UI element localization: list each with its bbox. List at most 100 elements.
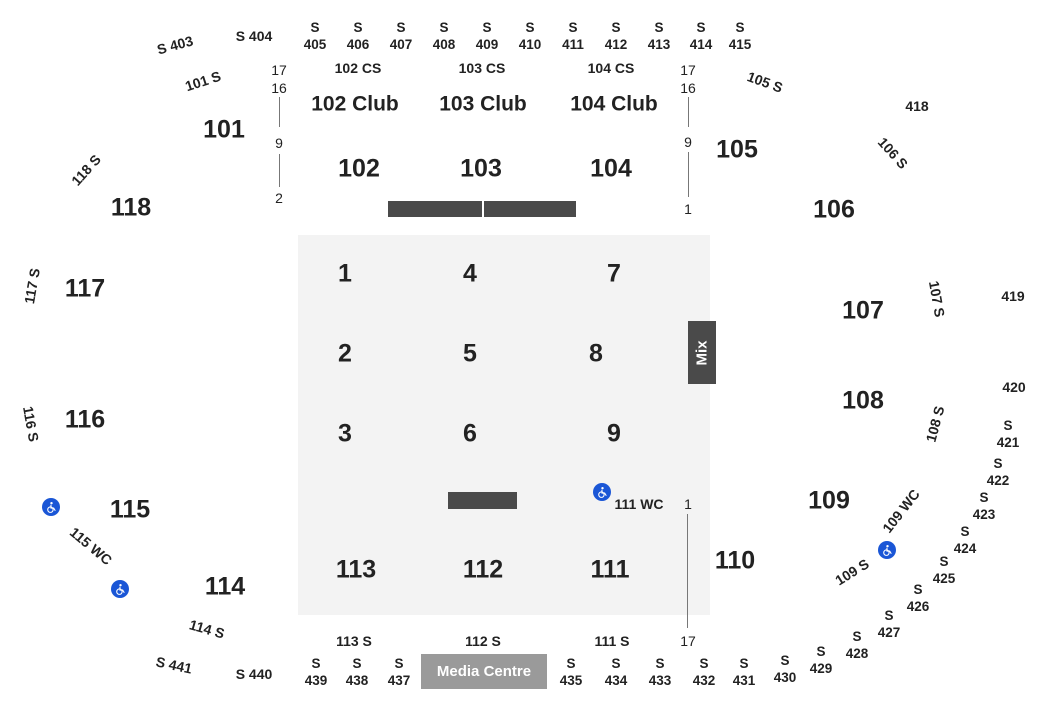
section-110[interactable]: 110: [714, 546, 756, 575]
floor-barrier: [448, 492, 517, 509]
suite-118s[interactable]: 118 S: [68, 151, 104, 189]
section-104[interactable]: 104: [590, 154, 632, 183]
row-marker-16-left: 16: [271, 80, 287, 96]
suite-116s[interactable]: 116 S: [20, 404, 42, 444]
suite-109s[interactable]: 109 S: [832, 555, 872, 589]
suite-404[interactable]: S 404: [235, 28, 273, 44]
suite-111s[interactable]: 111 S: [594, 633, 630, 649]
suite-107s[interactable]: 107 S: [925, 279, 949, 319]
wheelchair-115[interactable]: 115 WC: [66, 523, 116, 569]
suite-114s[interactable]: 114 S: [187, 616, 227, 642]
club-104[interactable]: 104 Club: [570, 92, 658, 116]
floor-9[interactable]: 9: [607, 419, 621, 448]
stage-left: [388, 201, 482, 217]
section-101[interactable]: 101: [203, 115, 245, 144]
club-suite-104[interactable]: 104 CS: [587, 60, 635, 76]
section-113[interactable]: 113: [335, 555, 377, 584]
row-marker-2-left: 2: [275, 190, 283, 206]
section-106[interactable]: 106: [813, 195, 855, 224]
floor-1[interactable]: 1: [338, 259, 352, 288]
section-111[interactable]: 111: [590, 555, 630, 584]
suite-105s[interactable]: 105 S: [745, 68, 785, 96]
suite-403[interactable]: S 403: [155, 32, 195, 58]
section-117[interactable]: 117: [64, 274, 106, 303]
suite-101s[interactable]: 101 S: [183, 67, 223, 95]
suite-441[interactable]: S 441: [154, 653, 194, 677]
club-suite-102[interactable]: 102 CS: [334, 60, 382, 76]
section-116[interactable]: 116: [64, 405, 106, 434]
club-102[interactable]: 102 Club: [311, 92, 399, 116]
floor-8[interactable]: 8: [589, 339, 603, 368]
section-109[interactable]: 109: [808, 486, 850, 515]
row-marker-16-right: 16: [680, 80, 696, 96]
suite-418[interactable]: 418: [905, 98, 929, 114]
wheelchair-111[interactable]: 111 WC: [614, 496, 664, 512]
floor-3[interactable]: 3: [338, 419, 352, 448]
club-103[interactable]: 103 Club: [439, 92, 527, 116]
section-105[interactable]: 105: [716, 135, 758, 164]
row-marker-9-left: 9: [275, 135, 283, 151]
section-118[interactable]: 118: [110, 193, 152, 222]
floor-6[interactable]: 6: [463, 419, 477, 448]
row-marker-17-left: 17: [271, 62, 287, 78]
section-112[interactable]: 112: [462, 555, 504, 584]
section-107[interactable]: 107: [842, 296, 884, 325]
floor-area: [298, 235, 710, 615]
row-marker-1-right: 1: [684, 201, 692, 217]
floor-5[interactable]: 5: [463, 339, 477, 368]
suite-113s[interactable]: 113 S: [336, 633, 372, 649]
suite-108s[interactable]: 108 S: [922, 404, 948, 444]
wheelchair-icon: [593, 483, 611, 501]
suite-420[interactable]: 420: [1002, 379, 1026, 395]
floor-7[interactable]: 7: [607, 259, 621, 288]
wheelchair-109[interactable]: 109 WC: [879, 486, 923, 536]
floor-2[interactable]: 2: [338, 339, 352, 368]
section-114[interactable]: 114: [204, 572, 246, 601]
row-line-right-bottom: [688, 152, 689, 197]
club-suite-103[interactable]: 103 CS: [458, 60, 506, 76]
section-102[interactable]: 102: [338, 154, 380, 183]
section-108[interactable]: 108: [842, 386, 884, 415]
row-line-left-top: [279, 97, 280, 127]
wheelchair-icon: [111, 580, 129, 598]
suite-117s[interactable]: 117 S: [21, 266, 43, 306]
section-115[interactable]: 115: [109, 495, 151, 524]
suite-440[interactable]: S 440: [235, 666, 273, 682]
floor-4[interactable]: 4: [463, 259, 477, 288]
suite-419[interactable]: 419: [1001, 288, 1025, 304]
suite-106s[interactable]: 106 S: [874, 134, 912, 172]
suite-112s[interactable]: 112 S: [465, 633, 501, 649]
row-marker-17-bottom: 17: [680, 633, 696, 649]
section-103[interactable]: 103: [460, 154, 502, 183]
wheelchair-icon: [42, 498, 60, 516]
